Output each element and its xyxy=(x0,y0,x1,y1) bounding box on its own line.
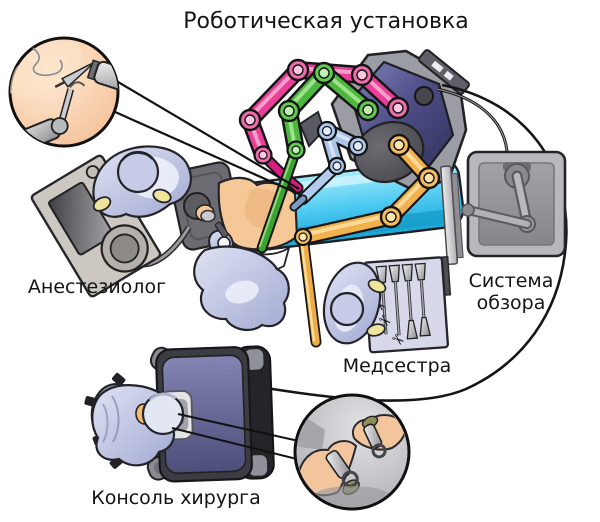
anesthesiologist-label: Анестезиолог xyxy=(28,276,166,298)
nurse-person xyxy=(322,261,387,345)
suture-needle xyxy=(69,81,86,88)
surgeon-console-group: Консоль хирурга xyxy=(84,345,275,509)
glove-icon xyxy=(152,188,172,204)
master-controller-right xyxy=(361,415,387,459)
pink-joints xyxy=(238,58,410,165)
glove-icon xyxy=(367,278,387,294)
anesthesiologist-person xyxy=(92,145,192,218)
vision-system-label-line2: обзора xyxy=(477,292,546,314)
hand-controllers-art xyxy=(297,412,407,507)
diagram-title: Роботическая установка xyxy=(183,9,468,34)
glove-icon xyxy=(92,196,112,212)
vision-system-label-line1: Система xyxy=(469,270,554,292)
robot-knob xyxy=(414,86,434,106)
nurse-group: ✂ ✂ ✂ ✂ Медсестра xyxy=(322,256,452,377)
anesthesia-mask xyxy=(200,209,216,223)
green-joints xyxy=(277,61,380,160)
bedside-assistant xyxy=(193,221,290,332)
robot-bracket xyxy=(418,49,470,95)
robot-arm-green xyxy=(256,61,380,254)
robot-arm-pink xyxy=(238,58,410,194)
anesthesiologist-group: Анестезиолог xyxy=(28,145,192,298)
callout-pointer-line xyxy=(112,78,300,190)
yellow-joints xyxy=(293,133,441,247)
assistant-instrument xyxy=(214,221,229,238)
blue-joints xyxy=(316,120,369,176)
robot-arm-yellow xyxy=(293,133,441,348)
callout-hand-controllers xyxy=(171,393,411,511)
nurse-label: Медсестра xyxy=(343,355,452,377)
vision-monitor xyxy=(440,165,464,266)
anesthesiologist-cap xyxy=(116,150,160,194)
suture-thread xyxy=(23,39,63,77)
surgeon-console-label: Консоль хирурга xyxy=(91,487,261,509)
surgeon-head xyxy=(141,392,185,436)
glove-icon xyxy=(366,323,386,337)
master-controller-left xyxy=(325,450,360,495)
surgeon-person xyxy=(91,384,185,467)
callout-pointer-line xyxy=(103,105,302,197)
vision-arm xyxy=(461,162,536,233)
instrument-right xyxy=(54,59,118,96)
robot-arm-blue xyxy=(289,120,369,212)
